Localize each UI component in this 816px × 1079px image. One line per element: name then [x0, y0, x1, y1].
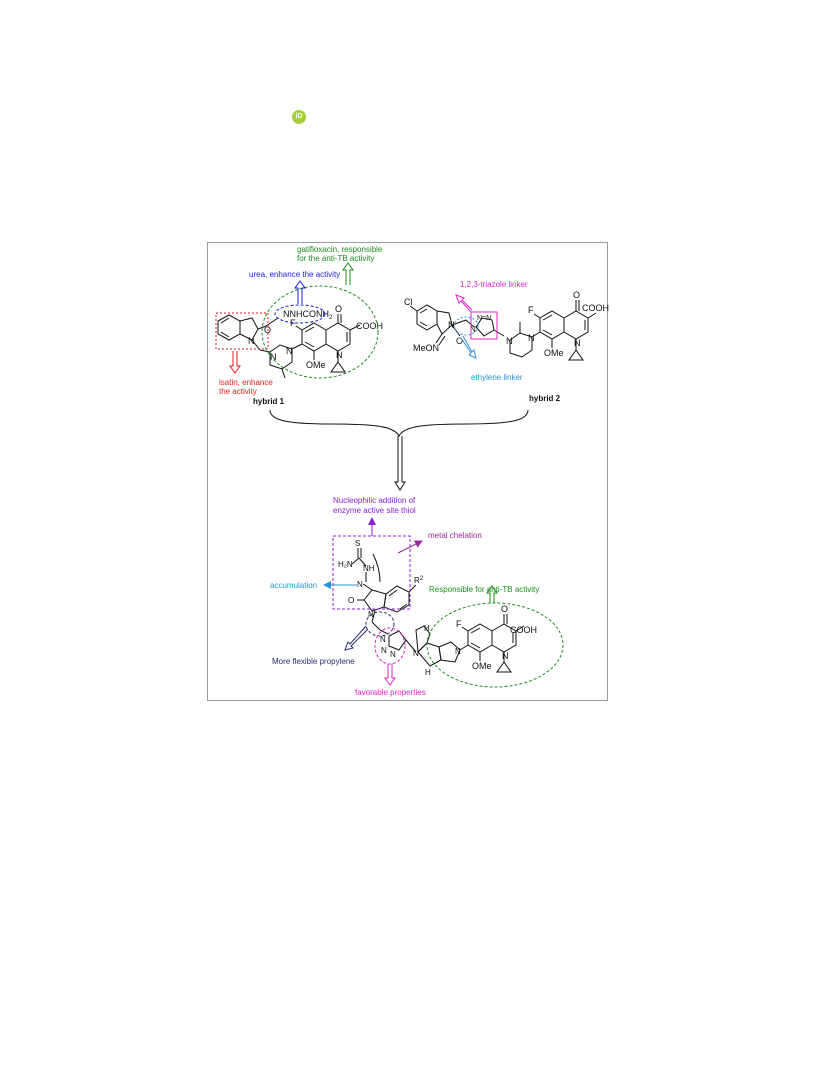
h3-atom-n-quin: N	[502, 651, 509, 661]
h3-atom-h1: H	[424, 624, 430, 633]
hybrid1-structure	[217, 314, 361, 379]
h3-group-cooh: COOH	[510, 625, 537, 635]
h3-group-h2n: H₂N	[338, 560, 353, 569]
h3-propylene-arrow	[344, 625, 369, 651]
h1-urea-ellipse	[274, 304, 326, 324]
h1-gatifloxacin-note-2: for the anti-TB activity	[297, 254, 374, 263]
merge-brace	[269, 409, 529, 438]
h3-favorable-note: favorable properties	[355, 688, 426, 697]
orcid-icon[interactable]: iD	[292, 110, 306, 124]
h1-gatifloxacin-note-1: gatifloxacin, responsible	[297, 245, 383, 254]
h3-anti-tb-note: Responsible for anti-TB activity	[429, 585, 539, 594]
h2-atom-n-quin: N	[574, 338, 581, 348]
h1-urea-note: urea, enhance the activity	[249, 270, 340, 279]
h3-propylene-ellipse	[365, 611, 395, 637]
h3-group-ome: OMe	[472, 661, 492, 671]
h1-isatin-arrow	[229, 351, 241, 374]
h2-atom-n-pip1: N	[506, 336, 513, 346]
h2-atom-n-pip2: N	[528, 333, 535, 343]
h2-atom-o-keto: O	[573, 290, 580, 300]
h3-group-r: R2	[414, 576, 424, 585]
h3-propylene-note: More flexible propylene	[272, 657, 355, 666]
merge-arrow	[394, 436, 406, 491]
h1-atom-n-pip1: N	[286, 346, 293, 356]
h2-triazole-n: N	[470, 325, 476, 334]
h1-arrows	[229, 262, 354, 374]
h3-atom-f: F	[456, 619, 462, 629]
h3-triazole-n1: N	[380, 635, 386, 644]
h1-gatifloxacin-ellipse	[261, 285, 379, 379]
h2-group-cooh: COOH	[582, 303, 609, 313]
h3-atom-s: S	[355, 539, 360, 548]
hybrid1-label: hybrid 1	[253, 397, 285, 406]
h2-ethylene-ellipse	[453, 316, 479, 336]
h1-atom-n-quin: N	[336, 350, 343, 360]
h2-triazole-note: 1,2,3-triazole linker	[460, 280, 528, 289]
h3-triazole-ellipse	[374, 627, 406, 665]
h2-atom-o: O	[456, 336, 463, 346]
h3-favorable-arrow	[384, 664, 396, 686]
h3-triazole-n2: N	[381, 646, 387, 655]
h1-isatin-box	[215, 312, 269, 350]
h3-metal-arrow	[397, 540, 423, 554]
h2-arrows	[455, 294, 477, 359]
h3-nucleophilic-note-1: Nucleophilic addition of	[333, 496, 416, 505]
h3-nucleophilic-note-2: enzyme active site thiol	[333, 506, 416, 515]
h3-atom-n-amine2: N	[455, 647, 461, 656]
h1-isatin-note-2: the activity	[219, 387, 257, 396]
h2-group-meon: MeON	[413, 343, 439, 353]
h1-atom-n-pip2: N	[270, 352, 277, 362]
h3-chelation-arc	[372, 553, 381, 583]
h1-urea-arrow	[294, 280, 306, 304]
h3-hollow-arrows	[344, 585, 498, 686]
h3-metal-note: metal chelation	[428, 531, 482, 540]
h2-atom-cl: Cl	[404, 297, 413, 307]
h2-triazole-box	[470, 311, 498, 340]
h2-atom-f: F	[528, 305, 534, 315]
h1-atom-o-keto: O	[335, 304, 342, 314]
h3-atom-n-amine: N	[413, 649, 419, 658]
h3-group-nh: NH	[363, 564, 375, 573]
hybrid2-structure	[409, 300, 597, 361]
h3-atom-o: O	[348, 596, 354, 605]
hybrid2-label: hybrid 2	[529, 394, 561, 403]
figure-frame	[207, 242, 608, 701]
h3-atom-n-imine: N	[357, 580, 363, 589]
h3-triazole-n3: N	[390, 650, 396, 659]
h3-anti-tb-ellipse	[426, 602, 564, 688]
h3-atom-o-keto: O	[501, 604, 508, 614]
h3-atom-h2: H	[425, 668, 431, 677]
h2-triazole-atoms: N=N	[477, 315, 491, 322]
h3-anti-tb-arrow	[486, 585, 498, 603]
h1-gati-arrow	[342, 262, 354, 285]
h1-group-cooh: COOH	[356, 321, 383, 331]
h1-atom-n: N	[248, 336, 255, 346]
h2-ethylene-note: ethylene linker	[471, 373, 523, 382]
h2-group-ome: OMe	[544, 348, 564, 358]
h1-group-ome: OMe	[306, 360, 326, 370]
h3-accumulation-note: accumulation	[270, 581, 317, 590]
h1-group-urea: NNHCONH2	[283, 309, 333, 321]
h2-atom-n: N	[448, 320, 455, 330]
h2-ethylene-arrow	[460, 335, 477, 359]
h1-isatin-note-1: isatin, enhance	[219, 378, 273, 387]
h2-triazole-arrow	[455, 294, 473, 313]
